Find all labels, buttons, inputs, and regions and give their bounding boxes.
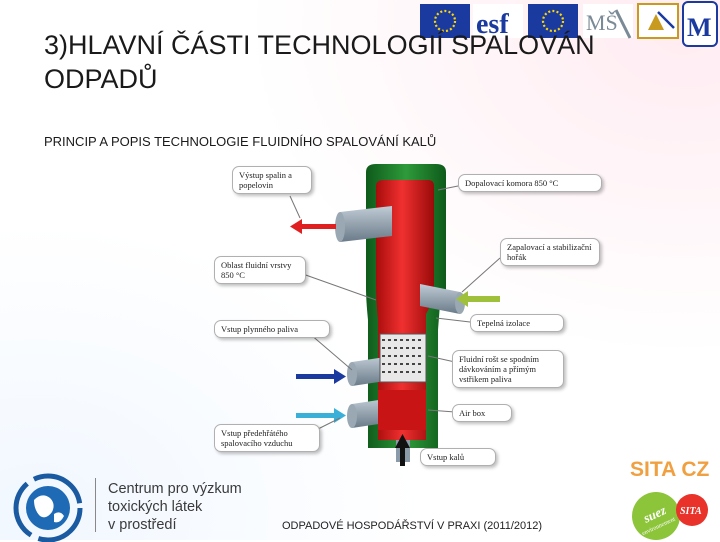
callout-fluid-bed-zone: Oblast fluidní vrstvy 850 °C — [214, 256, 306, 284]
eu-flag-logo — [420, 4, 470, 38]
callout-air-box: Air box — [452, 404, 512, 422]
callout-flue-gas-outlet: Výstup spalin a popelovin — [232, 166, 312, 194]
sita-text: SITA — [680, 506, 702, 517]
recetox-globe-logo — [13, 473, 83, 542]
svg-text:M: M — [687, 13, 712, 42]
slide-title: 3)HLAVNÍ ČÁSTI TECHNOLOGIÍ SPALOVÁN ODPA… — [44, 30, 595, 94]
org-divider — [95, 478, 96, 532]
callout-gas-fuel-inlet: Vstup plynného paliva — [214, 320, 330, 338]
org-line-1: Centrum pro výzkum — [108, 481, 242, 497]
opvk-logo — [637, 3, 679, 39]
esf-logo: esf — [473, 4, 523, 40]
msmt-logo: MŠ — [583, 4, 633, 39]
callout-combustion-chamber: Dopalovací komora 850 °C — [458, 174, 602, 192]
org-line-2: toxických látek — [108, 499, 203, 515]
mu-logo: M — [682, 1, 718, 47]
org-line-3: v prostředí — [108, 517, 177, 533]
eu-stars-logo — [528, 4, 578, 38]
slide-subtitle: PRINCIP A POPIS TECHNOLOGIE FLUIDNÍHO SP… — [44, 134, 437, 149]
slide-footer: ODPADOVÉ HOSPODÁŘSTVÍ V PRAXI (2011/2012… — [282, 520, 543, 532]
header-logos-graphic: esf MŠ M — [420, 1, 718, 47]
callout-combustion-air-inlet: Vstup předehřátého spalovacího vzduchu — [214, 424, 320, 452]
svg-text:esf: esf — [476, 9, 509, 40]
callout-fluid-grate: Fluidní rošt se spodním dávkováním a pří… — [452, 350, 564, 388]
header-logo-bar: esf MŠ M — [418, 0, 720, 52]
organization-name: Centrum pro výzkum toxických látek v pro… — [108, 480, 242, 534]
suez-sita-logo: suez environnement SITA — [632, 492, 708, 540]
callout-sludge-inlet: Vstup kalů — [420, 448, 496, 466]
sita-cz-logo: SITA CZ — [630, 458, 710, 481]
svg-text:MŠ: MŠ — [586, 10, 618, 35]
callout-thermal-insulation: Tepelná izolace — [470, 314, 564, 332]
callout-ignition-burner: Zapalovací a stabilizační hořák — [500, 238, 600, 266]
